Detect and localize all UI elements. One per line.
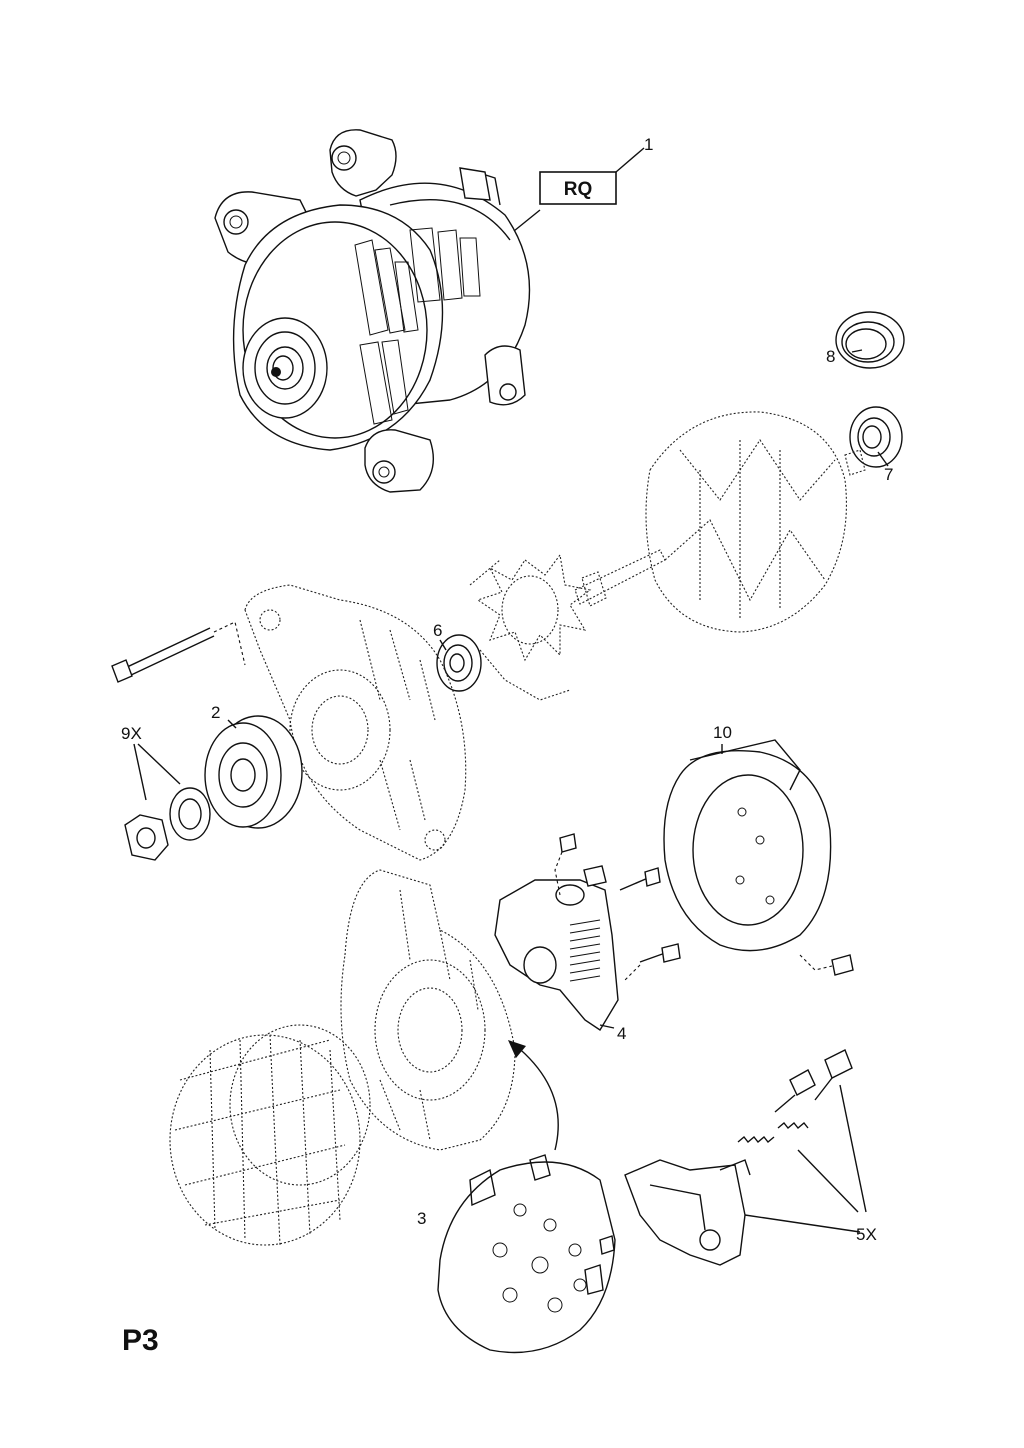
regulator-holder xyxy=(494,833,681,1031)
callout-9x: 9X xyxy=(121,724,142,743)
callout-8: 8 xyxy=(826,347,835,366)
rear-cover xyxy=(663,739,854,976)
callout-3: 3 xyxy=(417,1209,426,1228)
rotor xyxy=(574,411,866,633)
drive-pulley xyxy=(204,715,303,829)
callout-7: 7 xyxy=(884,465,893,484)
callout-5x: 5X xyxy=(856,1225,877,1244)
rq-badge: RQ xyxy=(539,171,617,205)
nut-and-washer xyxy=(124,787,211,861)
rectifier xyxy=(437,1154,616,1354)
alternator-assembly xyxy=(214,129,531,493)
brush-holder-set xyxy=(624,1049,853,1266)
callout-2: 2 xyxy=(211,703,220,722)
cooling-fan xyxy=(469,553,592,701)
callout-4: 4 xyxy=(617,1024,626,1043)
page-identifier: P3 xyxy=(122,1324,159,1357)
stator xyxy=(169,1024,371,1246)
leader-lines xyxy=(133,147,889,1233)
retaining-ring xyxy=(835,311,905,369)
callout-6: 6 xyxy=(433,621,442,640)
callout-10: 10 xyxy=(713,723,732,742)
drive-end-housing xyxy=(111,584,467,861)
front-bearing xyxy=(436,634,482,692)
slip-ring-housing xyxy=(340,869,559,1151)
callout-1: 1 xyxy=(644,135,653,154)
rear-bearing xyxy=(849,406,903,468)
rq-badge-text: RQ xyxy=(564,179,593,200)
